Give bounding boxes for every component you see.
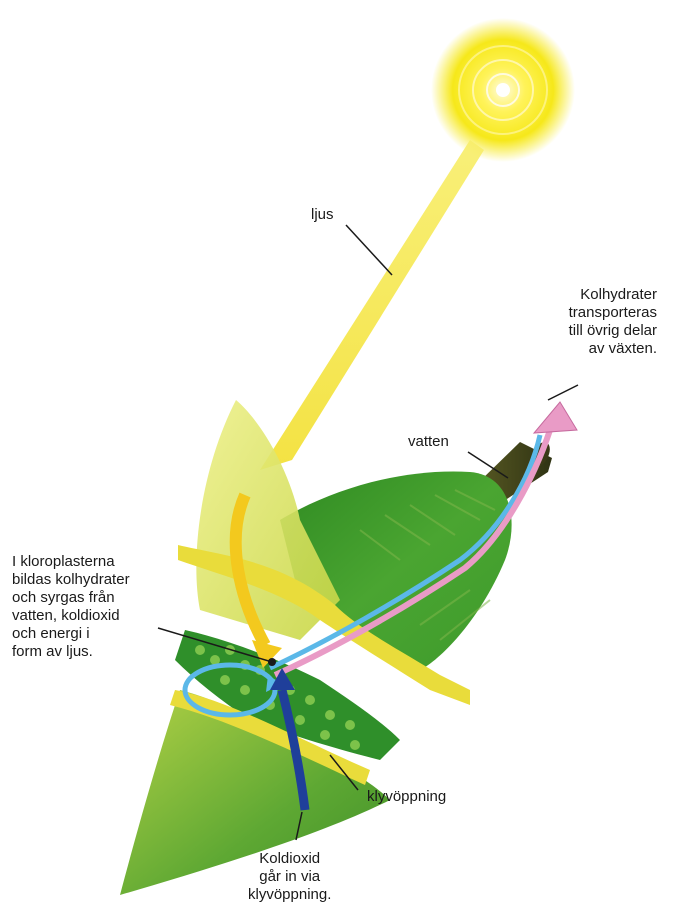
- label-water: vatten: [408, 433, 449, 451]
- carbohydrate-arrow-head: [534, 402, 577, 433]
- sun: [431, 18, 575, 162]
- light-beam: [260, 140, 484, 470]
- label-chloroplast: I kloroplasterna bildas kolhydrater och …: [12, 553, 130, 661]
- label-carbohydrates: Kolhydrater transporteras till övrig del…: [569, 286, 657, 358]
- light-leader: [346, 225, 392, 275]
- label-stoma: klyvöppning: [367, 788, 446, 806]
- carbs-leader: [548, 385, 578, 400]
- label-co2: Koldioxid går in via klyvöppning.: [248, 850, 331, 904]
- label-light: ljus: [311, 206, 334, 224]
